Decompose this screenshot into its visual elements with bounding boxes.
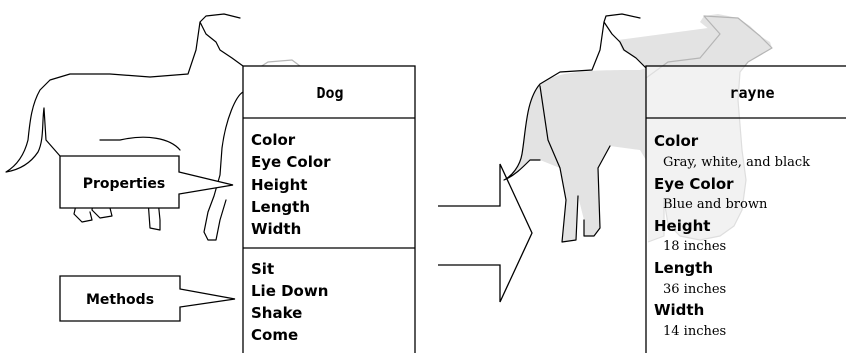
instance-box-frame (645, 65, 846, 353)
instance-attr-length-value: 36 inches (663, 282, 726, 297)
instance-dog-outline (503, 13, 647, 243)
class-property-length: Length (251, 198, 310, 216)
instance-box: rayne Color Gray, white, and black Eye C… (645, 65, 846, 353)
instance-attr-length-name: Length (654, 259, 713, 277)
instance-attr-height-name: Height (654, 217, 710, 235)
class-method-shake: Shake (251, 304, 302, 322)
class-method-lie-down: Lie Down (251, 282, 328, 300)
instance-attr-width-name: Width (654, 301, 704, 319)
methods-callout-shape (59, 275, 236, 322)
class-box-title: Dog (316, 84, 343, 102)
methods-callout-label: Methods (86, 292, 154, 308)
instantiation-arrow (438, 163, 533, 303)
class-property-height: Height (251, 176, 307, 194)
instance-attr-width-value: 14 inches (663, 324, 726, 339)
properties-callout-label: Properties (83, 176, 166, 192)
methods-callout: Methods (59, 275, 236, 322)
instance-attr-eye-color-name: Eye Color (654, 175, 734, 193)
properties-callout-shape (59, 155, 234, 209)
class-method-sit: Sit (251, 260, 274, 278)
class-dog-outline (5, 13, 244, 241)
instance-attr-height-value: 18 inches (663, 239, 726, 254)
class-method-come: Come (251, 326, 298, 344)
class-property-width: Width (251, 220, 301, 238)
instance-attr-color-name: Color (654, 132, 699, 150)
properties-callout: Properties (59, 155, 234, 209)
instance-box-title: rayne (729, 84, 774, 102)
instance-attr-color-value: Gray, white, and black (663, 155, 810, 170)
instance-attr-eye-color-value: Blue and brown (663, 197, 768, 212)
class-property-color: Color (251, 131, 296, 149)
class-box: Dog Color Eye Color Height Length Width … (242, 65, 416, 353)
class-box-frame (242, 65, 416, 353)
class-property-eye-color: Eye Color (251, 153, 331, 171)
